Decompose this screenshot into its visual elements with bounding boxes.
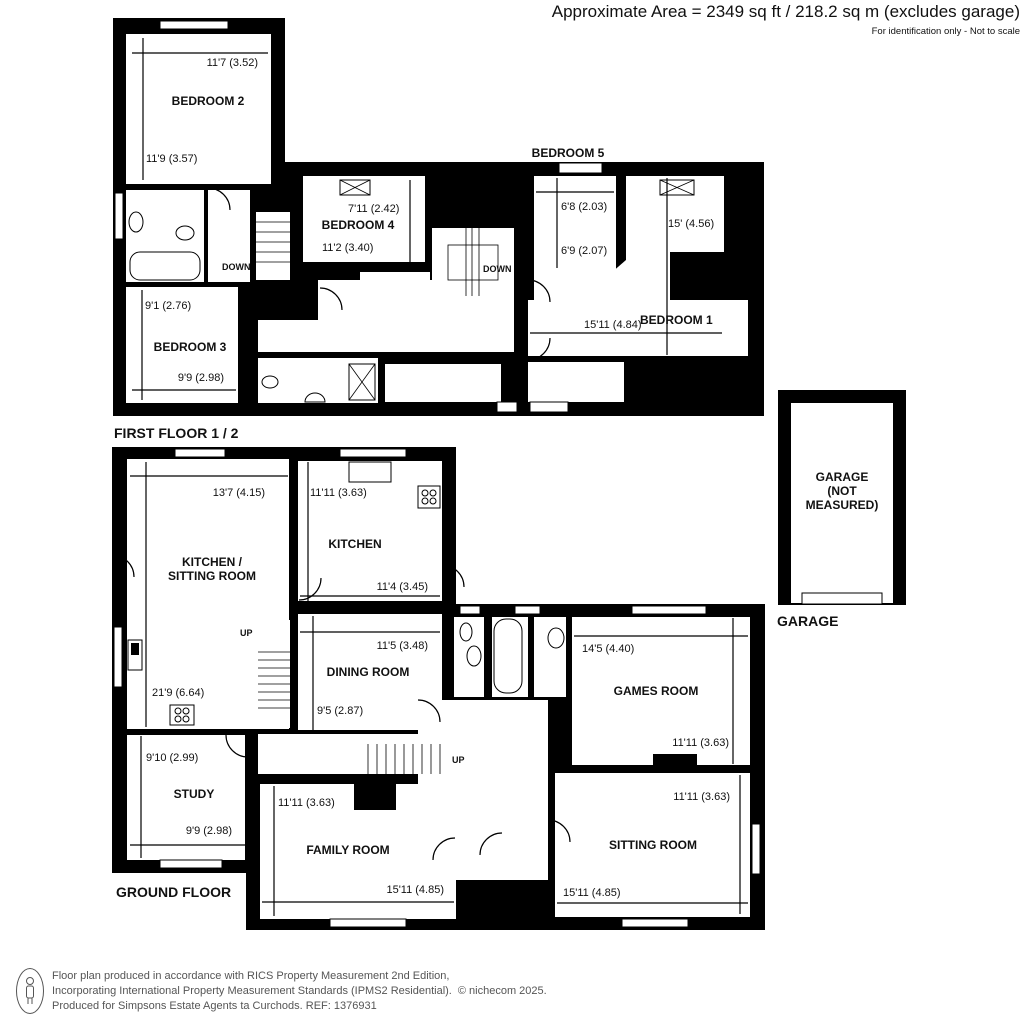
study-label: STUDY [174, 787, 215, 801]
bedroom-5-width: 6'8 (2.03) [561, 201, 607, 213]
kitchen-sitting-label-1: KITCHEN / [182, 555, 243, 569]
kitchen-sitting-label-2: SITTING ROOM [168, 569, 256, 583]
footer: Floor plan produced in accordance with R… [16, 968, 547, 1014]
games-room-label: GAMES ROOM [614, 684, 699, 698]
bedroom-1-label: BEDROOM 1 [640, 313, 713, 327]
bedroom-3-label: BEDROOM 3 [154, 340, 227, 354]
bedroom-4-width: 11'2 (3.40) [322, 242, 373, 254]
bedroom-3-length: 9'1 (2.76) [145, 300, 191, 312]
games-room-length: 11'11 (3.63) [672, 737, 729, 749]
games-room-width: 14'5 (4.40) [582, 643, 634, 655]
header: Approximate Area = 2349 sq ft / 218.2 sq… [552, 2, 1020, 37]
kitchen-sitting-length: 21'9 (6.64) [152, 687, 204, 699]
approximate-area: Approximate Area = 2349 sq ft / 218.2 sq… [551, 2, 1020, 21]
bedroom-2-label: BEDROOM 2 [172, 94, 245, 108]
garage [778, 390, 906, 605]
ground-floor-dimensions [130, 462, 748, 916]
dining-room-length: 9'5 (2.87) [317, 705, 363, 717]
first-floor [113, 18, 764, 416]
first-floor-dimensions [132, 38, 722, 400]
bedroom-5-length: 6'9 (2.07) [561, 245, 607, 257]
bedroom-1-width: 15'11 (4.84) [584, 319, 642, 331]
kitchen-sitting-width: 13'7 (4.15) [213, 487, 265, 499]
ground-floor [111, 447, 765, 930]
first-floor-label: FIRST FLOOR 1 / 2 [114, 425, 239, 441]
footer-line-3: Produced for Simpsons Estate Agents ta C… [52, 999, 377, 1012]
bedroom-3-width: 9'9 (2.98) [178, 372, 224, 384]
sitting-room-length: 11'11 (3.63) [673, 791, 730, 803]
kitchen-length: 11'11 (3.63) [310, 487, 367, 499]
kitchen-label: KITCHEN [328, 537, 381, 551]
garage-floor-label: GARAGE [777, 613, 838, 629]
family-room-length: 11'11 (3.63) [278, 797, 335, 809]
bedroom-2-width: 11'7 (3.52) [207, 57, 258, 69]
dining-room-label: DINING ROOM [327, 665, 410, 679]
footer-copyright: © nichecom 2025. [457, 984, 547, 997]
stairs-up-label-1: UP [240, 628, 253, 638]
stairs-down-label-1: DOWN [222, 262, 251, 272]
bedroom-5-label: BEDROOM 5 [532, 146, 605, 160]
bedroom-4-length: 7'11 (2.42) [348, 203, 399, 215]
bedroom-1-length: 15' (4.56) [668, 218, 714, 230]
sitting-room-label: SITTING ROOM [609, 838, 697, 852]
person-logo-icon [16, 968, 44, 1014]
dining-room-width: 11'5 (3.48) [377, 640, 428, 652]
bedroom-2-area [126, 34, 271, 184]
garage-label-3: MEASURED) [806, 498, 879, 512]
ground-floor-label: GROUND FLOOR [116, 884, 231, 900]
kitchen-width: 11'4 (3.45) [377, 581, 428, 593]
bedroom-2-length: 11'9 (3.57) [146, 153, 197, 165]
family-room-width: 15'11 (4.85) [386, 884, 444, 896]
family-room-label: FAMILY ROOM [306, 843, 389, 857]
sitting-room-width: 15'11 (4.85) [563, 887, 621, 899]
disclaimer-note: For identification only - Not to scale [871, 26, 1020, 37]
study-length: 9'10 (2.99) [146, 752, 198, 764]
footer-line-2: Incorporating International Property Mea… [52, 984, 452, 997]
footer-line-1: Floor plan produced in accordance with R… [52, 969, 450, 982]
study-width: 9'9 (2.98) [186, 825, 232, 837]
bedroom-4-label: BEDROOM 4 [322, 218, 395, 232]
garage-label-1: GARAGE [816, 470, 869, 484]
stairs-down-label-2: DOWN [483, 264, 512, 274]
stairs-up-label-2: UP [452, 755, 465, 765]
garage-label-2: (NOT [827, 484, 857, 498]
